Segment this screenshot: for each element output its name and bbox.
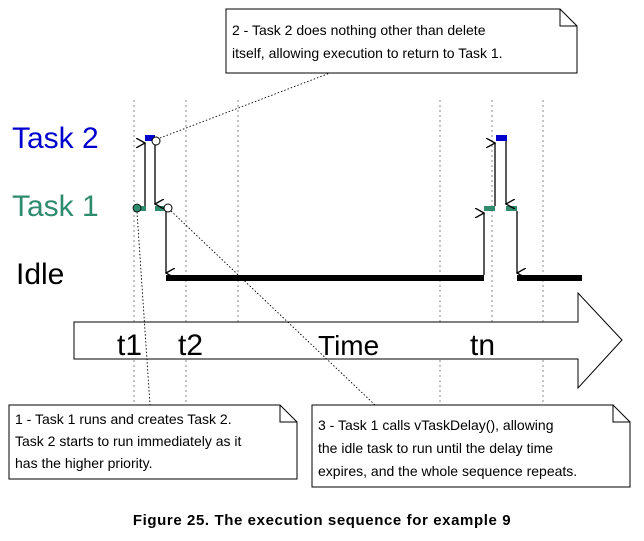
lane-label-task1: Task 1 <box>12 190 99 223</box>
figure-caption: Figure 25. The execution sequence for ex… <box>132 512 512 529</box>
task1-bar-3 <box>484 206 495 211</box>
callout-leaders <box>136 72 376 406</box>
note-1-fold <box>279 405 297 423</box>
note-2: 2 - Task 2 does nothing other than delet… <box>225 8 578 74</box>
event-marker-task1-delay <box>163 203 173 213</box>
tick-label-t1: t1 <box>117 329 142 362</box>
task2-bar-1 <box>145 135 155 141</box>
idle-bar-1 <box>166 275 484 281</box>
note-2-fold <box>559 9 577 27</box>
note-3-line-1: 3 - Task 1 calls vTaskDelay(), allowing <box>318 417 554 433</box>
event-marker-task1-start <box>132 203 142 213</box>
lane-label-idle: Idle <box>16 258 64 291</box>
task2-bar-2 <box>496 135 507 141</box>
note-1: 1 - Task 1 runs and creates Task 2. Task… <box>8 404 298 480</box>
tick-label-tn: tn <box>470 329 495 362</box>
leader-note3 <box>170 210 376 406</box>
leader-note1 <box>136 211 151 406</box>
note-1-box <box>8 404 298 480</box>
note-2-line-2: itself, allowing execution to return to … <box>232 45 503 61</box>
note-3-line-3: expires, and the whole sequence repeats. <box>318 463 577 479</box>
note-3-line-2: the idle task to run until the delay tim… <box>318 440 553 456</box>
note-3-fold <box>612 405 630 423</box>
lane-label-task2: Task 2 <box>12 122 99 155</box>
note-1-line-2: Task 2 starts to run immediately as it <box>15 433 242 449</box>
note-1-line-1: 1 - Task 1 runs and creates Task 2. <box>15 411 232 427</box>
idle-bar-2 <box>517 275 582 281</box>
tick-label-t2: t2 <box>178 329 203 362</box>
leader-note2 <box>159 72 331 139</box>
time-arrow <box>73 291 623 390</box>
transition-arrows <box>145 141 517 275</box>
note-2-line-1: 2 - Task 2 does nothing other than delet… <box>232 22 486 38</box>
note-3: 3 - Task 1 calls vTaskDelay(), allowing … <box>311 404 631 488</box>
note-2-box <box>225 8 578 74</box>
note-3-box <box>311 404 631 488</box>
note-1-line-3: has the higher priority. <box>15 455 152 471</box>
event-marker-task2-delete <box>151 136 161 146</box>
time-label: Time <box>318 330 379 361</box>
task1-bar-4 <box>506 206 517 211</box>
